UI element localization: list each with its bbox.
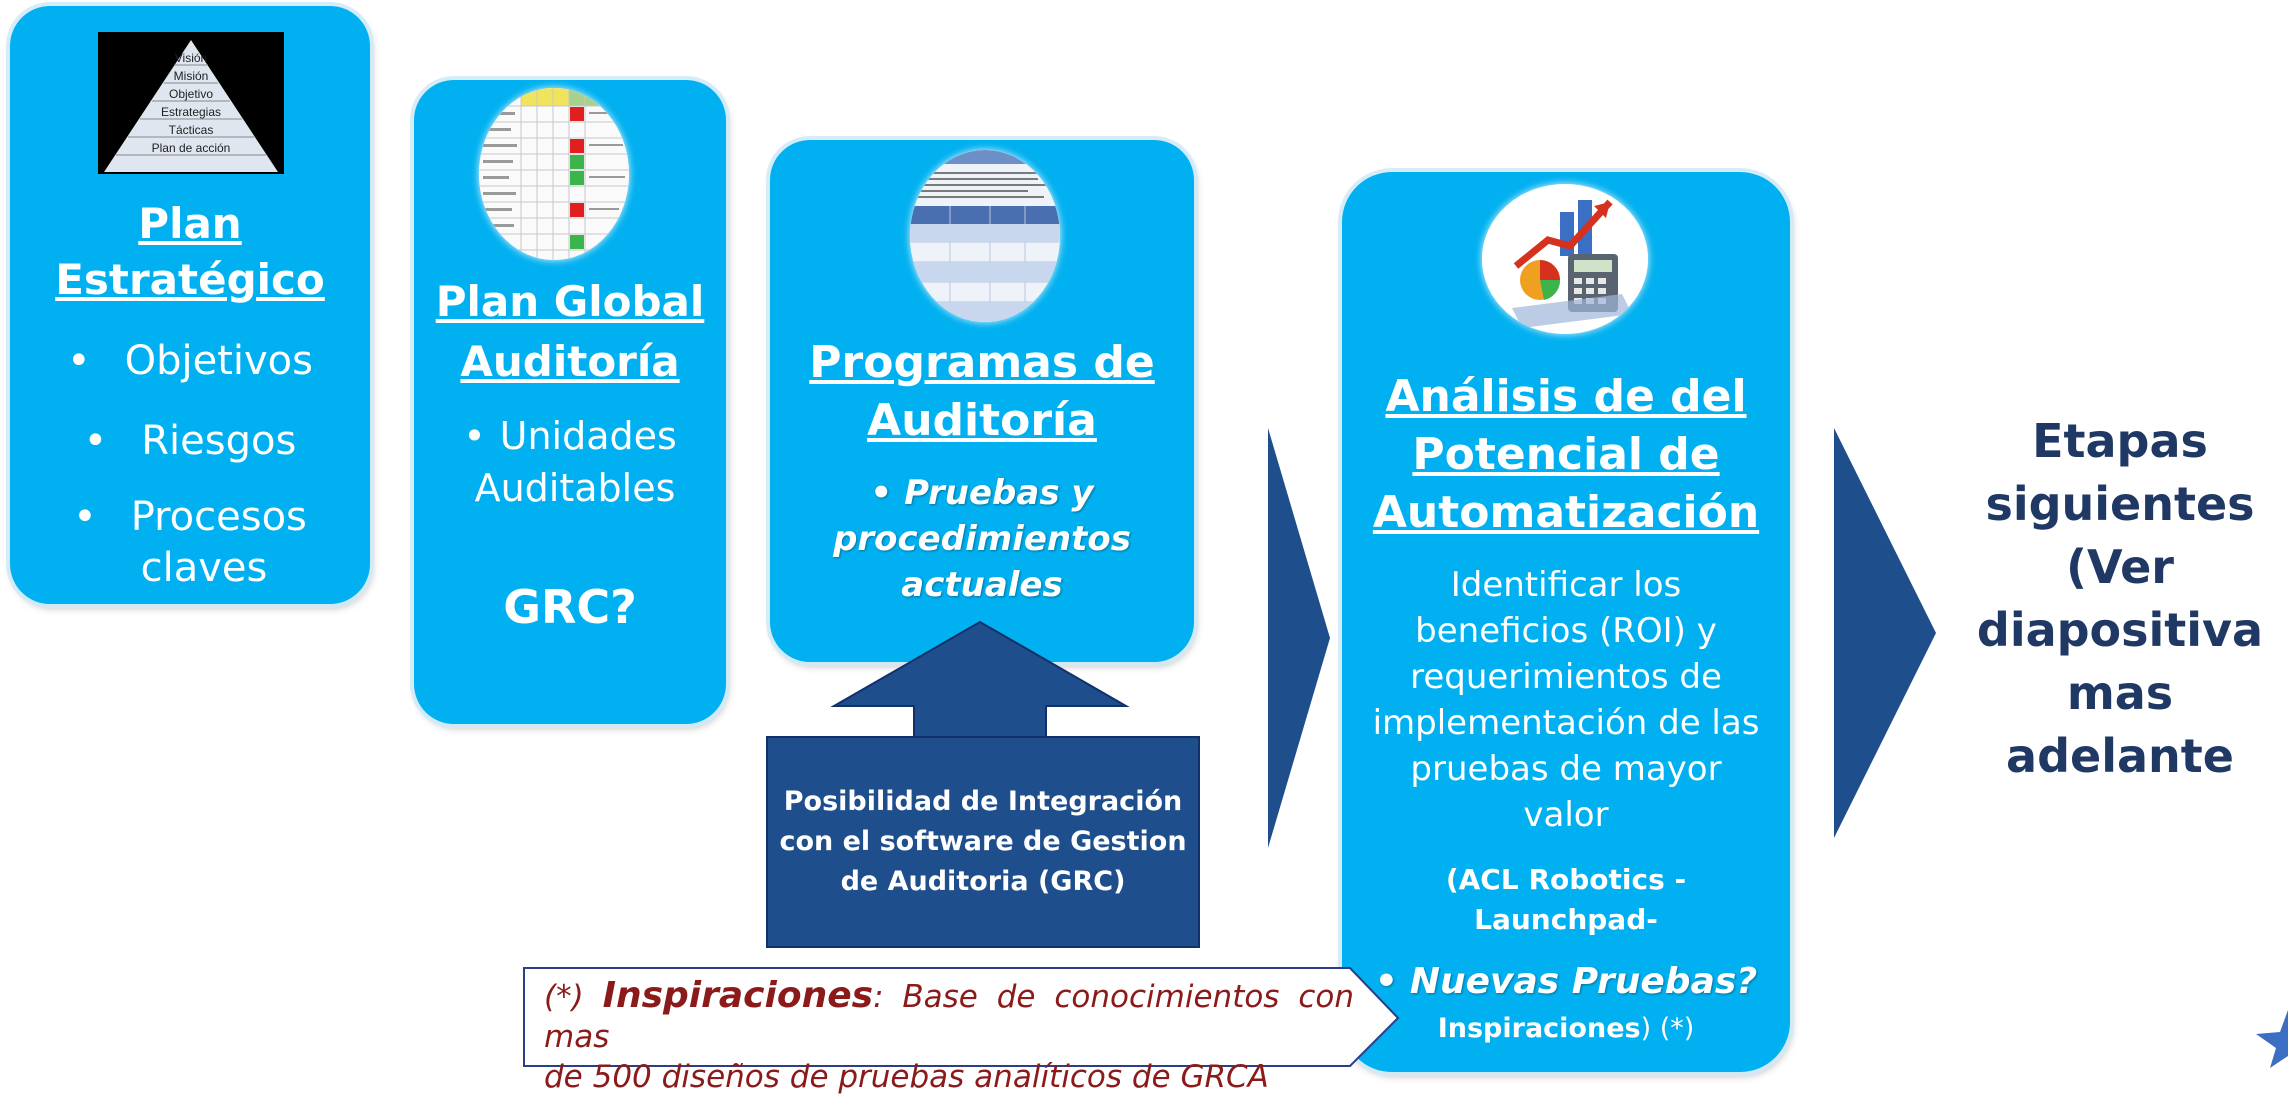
pyramid-level: Tácticas xyxy=(169,123,214,137)
description-text: Identificar los beneficios (ROI) y reque… xyxy=(1372,565,1760,835)
pyramid-level: Visión xyxy=(175,51,207,65)
plan-global-auditoria-card: Plan Global Auditoría •Unidades Auditabl… xyxy=(414,80,726,724)
card-title: Análisis de del Potencial de Automatizac… xyxy=(1372,371,1760,538)
bullet-list: •Objetivos •Riesgos •Procesos claves xyxy=(10,331,370,593)
pyramid-image: Visión Misión Objetivo Estrategias Tácti… xyxy=(98,32,284,174)
right-arrow xyxy=(1268,428,1330,848)
card-title: Programas de Auditoría xyxy=(809,337,1155,446)
integration-box: Posibilidad de Integración con el softwa… xyxy=(766,736,1200,948)
bullet-item: •Unidades Auditables xyxy=(463,414,677,510)
right-arrow xyxy=(1834,428,1936,838)
acl-robotics-note: (ACL Robotics - Launchpad- xyxy=(1445,863,1687,936)
analisis-automatizacion-card: Análisis de del Potencial de Automatizac… xyxy=(1342,172,1790,1072)
inspiraciones-callout: (*) Inspiraciones: Base de conocimientos… xyxy=(544,975,1354,1096)
pyramid-level: Plan de acción xyxy=(152,141,231,155)
table-thumbnail xyxy=(910,150,1060,322)
grc-question: GRC? xyxy=(503,580,637,634)
bullet-item: Procesos xyxy=(130,494,307,540)
callout-frame xyxy=(523,967,1400,1067)
pyramid-level: Misión xyxy=(174,69,209,83)
card-title: Plan Estratégico xyxy=(55,199,325,304)
bullet-item: •Pruebas y procedimientos actuales xyxy=(833,473,1131,605)
pyramid-level: Estrategias xyxy=(161,105,221,119)
star-icon xyxy=(2256,1010,2288,1068)
programas-auditoria-card: Programas de Auditoría •Pruebas y proced… xyxy=(770,140,1194,662)
card-title: Plan Global Auditoría xyxy=(435,277,705,386)
next-steps-text: Etapas siguientes (Ver diapositiva mas a… xyxy=(1976,414,2264,783)
spreadsheet-thumbnail xyxy=(479,88,629,260)
inspiraciones-ref: Inspiraciones) (*) xyxy=(1437,1013,1695,1044)
pyramid-level: Objetivo xyxy=(169,87,213,101)
plan-estrategico-card: Visión Misión Objetivo Estrategias Tácti… xyxy=(10,6,370,604)
new-tests-bullet: •Nuevas Pruebas? xyxy=(1374,961,1758,1002)
up-arrow xyxy=(830,620,1130,740)
bullet-item-continued: claves xyxy=(140,545,268,591)
bullet-item: Riesgos xyxy=(141,418,297,464)
calculator-chart-icon xyxy=(1482,184,1648,334)
bullet-item: Objetivos xyxy=(124,338,313,384)
